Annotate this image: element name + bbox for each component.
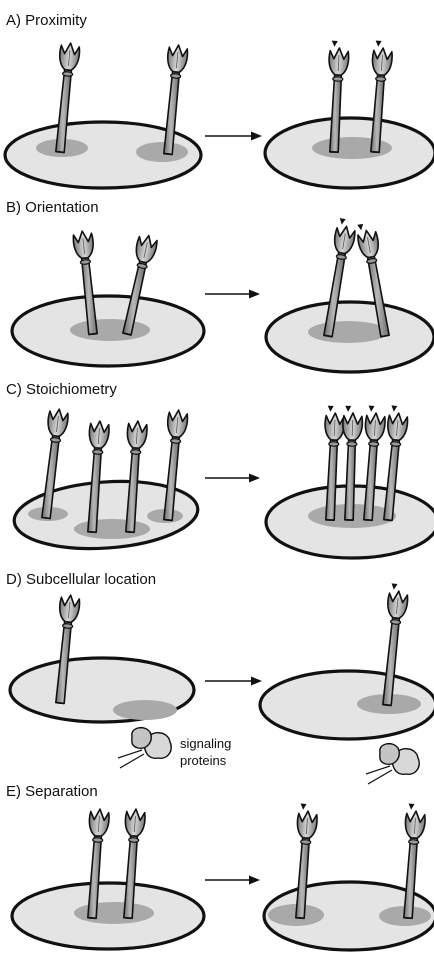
- receptor-base: [124, 918, 132, 919]
- arrow-icon: [205, 132, 262, 141]
- receptor-head: [386, 405, 409, 441]
- receptor-head: [328, 41, 349, 76]
- signaling-protein-shape-2: [132, 728, 151, 749]
- receptor-base: [371, 152, 379, 153]
- lipid-domain-icon: [113, 700, 177, 720]
- receptor-head: [166, 44, 188, 73]
- phosphorylation-mark-icon: [368, 405, 374, 411]
- receptor-head: [72, 230, 94, 259]
- receptor-base: [404, 918, 412, 919]
- diagram-drawing: [5, 40, 434, 950]
- arrow-head: [249, 474, 260, 483]
- lipid-domain-icon: [70, 319, 150, 341]
- receptor-neck: [369, 441, 379, 446]
- panel-title-orientation: B) Orientation: [6, 199, 99, 216]
- receptor-base: [364, 520, 372, 521]
- receptor-base: [89, 334, 97, 335]
- receptor-neck: [347, 442, 357, 447]
- receptor-neck: [329, 442, 339, 447]
- receptor-neck: [131, 449, 141, 454]
- arrow-head: [251, 677, 262, 686]
- receptor-head: [133, 234, 158, 265]
- lipid-domain-icon: [74, 902, 154, 924]
- receptor-base: [126, 532, 134, 533]
- receptor-head: [296, 803, 318, 838]
- receptor-neck: [409, 839, 419, 844]
- receptor-head: [371, 40, 393, 75]
- arrow-icon: [205, 474, 260, 483]
- receptor-base: [56, 703, 64, 704]
- receptor-head: [126, 420, 147, 448]
- receptor-stem: [345, 440, 356, 520]
- receptor-neck: [333, 77, 343, 82]
- receptor-neck: [62, 71, 72, 76]
- receptor-neck: [390, 441, 400, 446]
- phosphorylation-mark-icon: [391, 583, 398, 590]
- receptor-head: [88, 808, 109, 836]
- signaling-proteins-label-line1: signaling: [180, 736, 231, 751]
- arrow-icon: [205, 290, 260, 299]
- arrow-head: [249, 876, 260, 885]
- phosphorylation-mark-icon: [339, 218, 346, 225]
- phosphorylation-mark-icon: [331, 41, 337, 47]
- receptor-head: [58, 594, 80, 623]
- receptor-neck: [170, 438, 180, 443]
- receptor-head: [404, 803, 426, 838]
- receptor-neck: [62, 623, 72, 628]
- receptor-head: [88, 420, 109, 448]
- receptor-base: [384, 520, 392, 521]
- phosphorylation-mark-icon: [408, 803, 414, 809]
- phosphorylation-mark-icon: [300, 803, 306, 809]
- phosphorylation-mark-icon: [357, 224, 364, 231]
- receptor-neck: [80, 259, 90, 264]
- receptor-base: [88, 918, 96, 919]
- receptor-head: [355, 222, 380, 259]
- phosphorylation-mark-icon: [375, 40, 381, 46]
- receptor-base: [383, 705, 391, 706]
- phosphorylation-mark-icon: [345, 406, 351, 412]
- panel-title-stoichiometry: C) Stoichiometry: [6, 381, 117, 398]
- receptor-head: [58, 42, 80, 71]
- receptor-base: [296, 918, 304, 919]
- panel-title-subcellular: D) Subcellular location: [6, 571, 156, 588]
- receptor-neck: [170, 73, 180, 78]
- receptor-base: [42, 517, 50, 518]
- signaling-protein-icon: [118, 728, 171, 768]
- receptor-base: [88, 532, 96, 533]
- receptor-base: [164, 520, 172, 521]
- receptor-head: [124, 808, 145, 836]
- lipid-domain-icon: [136, 142, 188, 162]
- arrow-head: [249, 290, 260, 299]
- receptor-neck: [376, 76, 386, 81]
- receptor-neck: [129, 837, 139, 842]
- lipid-domain-icon: [74, 519, 150, 539]
- arrow-head: [251, 132, 262, 141]
- receptor-neck: [93, 837, 103, 842]
- receptor-head: [342, 406, 363, 441]
- panel-title-proximity: A) Proximity: [6, 12, 87, 29]
- receptor-head: [364, 405, 386, 440]
- receptor-neck: [93, 449, 103, 454]
- signaling-proteins-label-line2: proteins: [180, 753, 227, 768]
- arrow-icon: [205, 677, 262, 686]
- receptor-base: [56, 152, 64, 153]
- receptor-neck: [301, 839, 311, 844]
- lipid-domain-icon: [308, 321, 388, 343]
- receptor-head: [386, 583, 409, 619]
- receptor-neck: [50, 437, 60, 443]
- receptor-head: [46, 408, 69, 437]
- receptor-head: [332, 218, 357, 255]
- receptor-head: [166, 409, 188, 438]
- phosphorylation-mark-icon: [391, 405, 398, 412]
- receptor-neck: [390, 619, 400, 624]
- panel-title-separation: E) Separation: [6, 783, 98, 800]
- signaling-protein-shape-2: [380, 744, 399, 765]
- arrow-icon: [205, 876, 260, 885]
- signaling-protein-icon: [366, 744, 419, 784]
- receptor-base: [164, 154, 172, 155]
- phosphorylation-mark-icon: [327, 406, 333, 412]
